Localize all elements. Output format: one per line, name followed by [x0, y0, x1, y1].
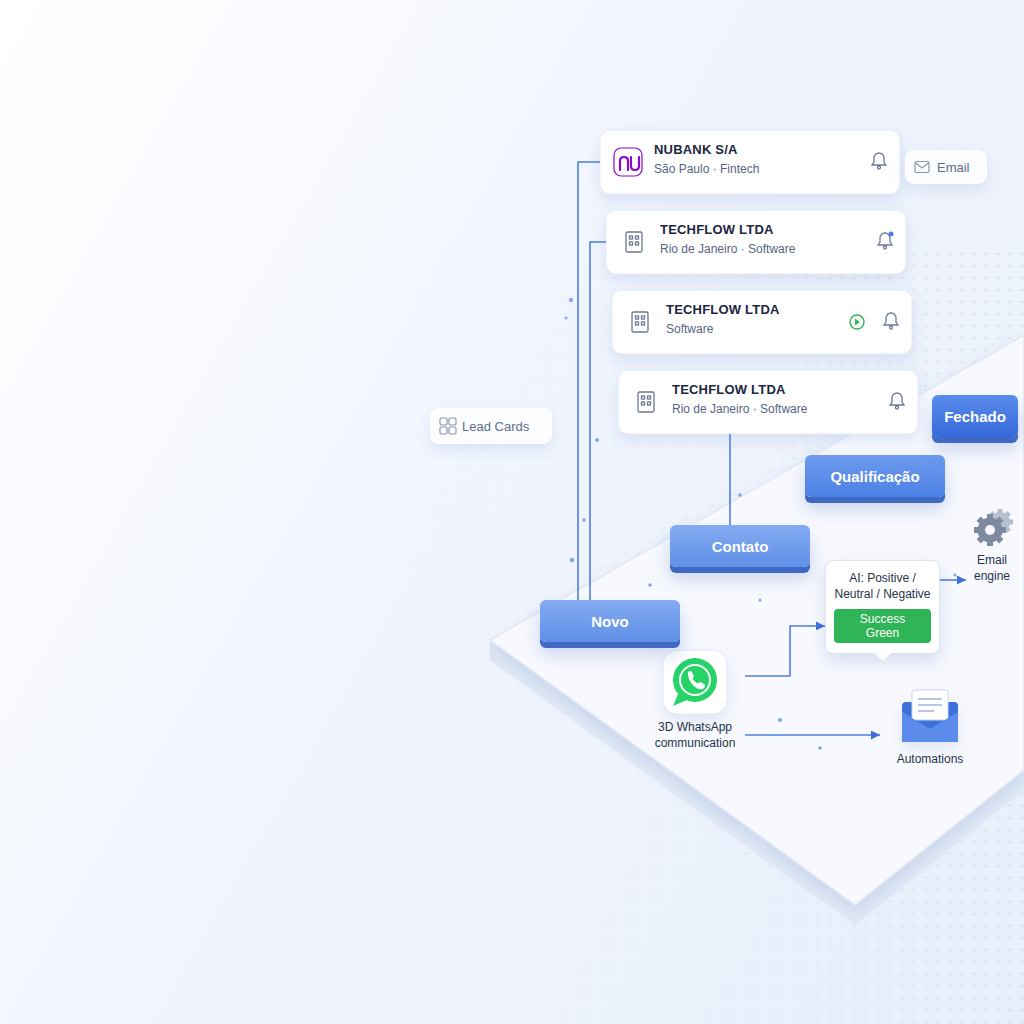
flow-connector — [940, 579, 966, 581]
icon-caption: 3D WhatsApp communication — [645, 720, 745, 751]
gear-icon — [974, 509, 1013, 546]
grid-icon — [440, 418, 456, 434]
lead-card: TECHFLOW LTDA Rio de Janeiro · Software — [606, 210, 906, 274]
building-icon — [638, 392, 654, 412]
company-meta: Rio de Janeiro · Software — [672, 402, 878, 417]
card-back — [600, 130, 900, 194]
lead-card: TECHFLOW LTDA Rio de Janeiro · Software — [618, 370, 918, 434]
company-name: NUBANK S/A — [654, 142, 860, 158]
play-icon — [850, 315, 864, 329]
whatsapp-node: 3D WhatsApp communication — [645, 650, 745, 751]
status-badge: Success Green — [834, 609, 931, 643]
flow-connector — [745, 734, 880, 736]
flow-connector — [729, 434, 731, 525]
floating-tag: Email — [905, 150, 987, 184]
flow-connector — [590, 242, 606, 600]
tag-label: Email — [937, 160, 970, 175]
tag-back — [430, 408, 552, 444]
tag-back — [905, 150, 987, 184]
flow-connector — [745, 626, 825, 676]
company-name: TECHFLOW LTDA — [666, 302, 872, 318]
letter-lines — [918, 699, 942, 711]
lead-card: TECHFLOW LTDA Software — [612, 290, 912, 354]
play-icon-mark — [855, 319, 860, 326]
icon-caption: Automations — [880, 752, 980, 768]
card-back — [618, 370, 918, 434]
stage-bar: Qualificação — [805, 455, 945, 497]
envelope-flap — [902, 712, 958, 742]
automation-node: Automations — [880, 690, 980, 768]
bell-icon — [890, 393, 904, 409]
mail-icon-flap — [915, 163, 929, 169]
building-icon — [626, 232, 642, 252]
company-name: TECHFLOW LTDA — [660, 222, 866, 238]
flow-dots — [564, 298, 956, 750]
email-engine-node: Email engine — [966, 505, 1018, 584]
icon-tile — [663, 650, 727, 714]
platform-top — [490, 335, 1024, 905]
stage-label: Fechado — [944, 408, 1006, 425]
floating-tags — [430, 150, 987, 444]
lead-card: NUBANK S/A São Paulo · Fintech — [600, 130, 900, 194]
icon-caption: Email engine — [966, 553, 1018, 584]
building-icon — [632, 312, 648, 332]
stage-bar: Novo — [540, 600, 680, 642]
card-back — [606, 210, 906, 274]
envelope-letter — [912, 690, 948, 720]
bell-icon — [884, 313, 898, 329]
whatsapp-tail — [673, 692, 689, 706]
stage-bar: Fechado — [932, 395, 1018, 437]
lead-card-backs — [600, 130, 918, 434]
floating-tag: Lead Cards — [430, 408, 552, 444]
stage-label: Novo — [591, 613, 629, 630]
notice-dot — [889, 232, 894, 237]
whatsapp-ring — [680, 665, 710, 695]
tag-label: Lead Cards — [462, 419, 529, 434]
sentiment-callout: AI: Positive / Neutral / NegativeSuccess… — [825, 560, 940, 654]
nubank-logo-mark — [620, 157, 639, 170]
company-meta: Software — [666, 322, 872, 337]
whatsapp-icon — [663, 650, 727, 714]
nubank-logo — [614, 148, 642, 176]
stage-label: Qualificação — [830, 468, 919, 485]
mail-icon — [915, 162, 929, 173]
flow-connector — [578, 162, 600, 600]
company-meta: São Paulo · Fintech — [654, 162, 860, 177]
platform — [490, 335, 1024, 925]
card-back — [612, 290, 912, 354]
company-name: TECHFLOW LTDA — [672, 382, 878, 398]
phone-glyph — [688, 671, 705, 689]
bell-icon — [872, 153, 886, 169]
stage-bar: Contato — [670, 525, 810, 567]
envelope-icon — [902, 690, 958, 742]
sentiment-text: AI: Positive / Neutral / Negative — [834, 571, 931, 602]
dot-grid — [380, 250, 1024, 1024]
company-meta: Rio de Janeiro · Software — [660, 242, 866, 257]
stage-label: Contato — [712, 538, 769, 555]
